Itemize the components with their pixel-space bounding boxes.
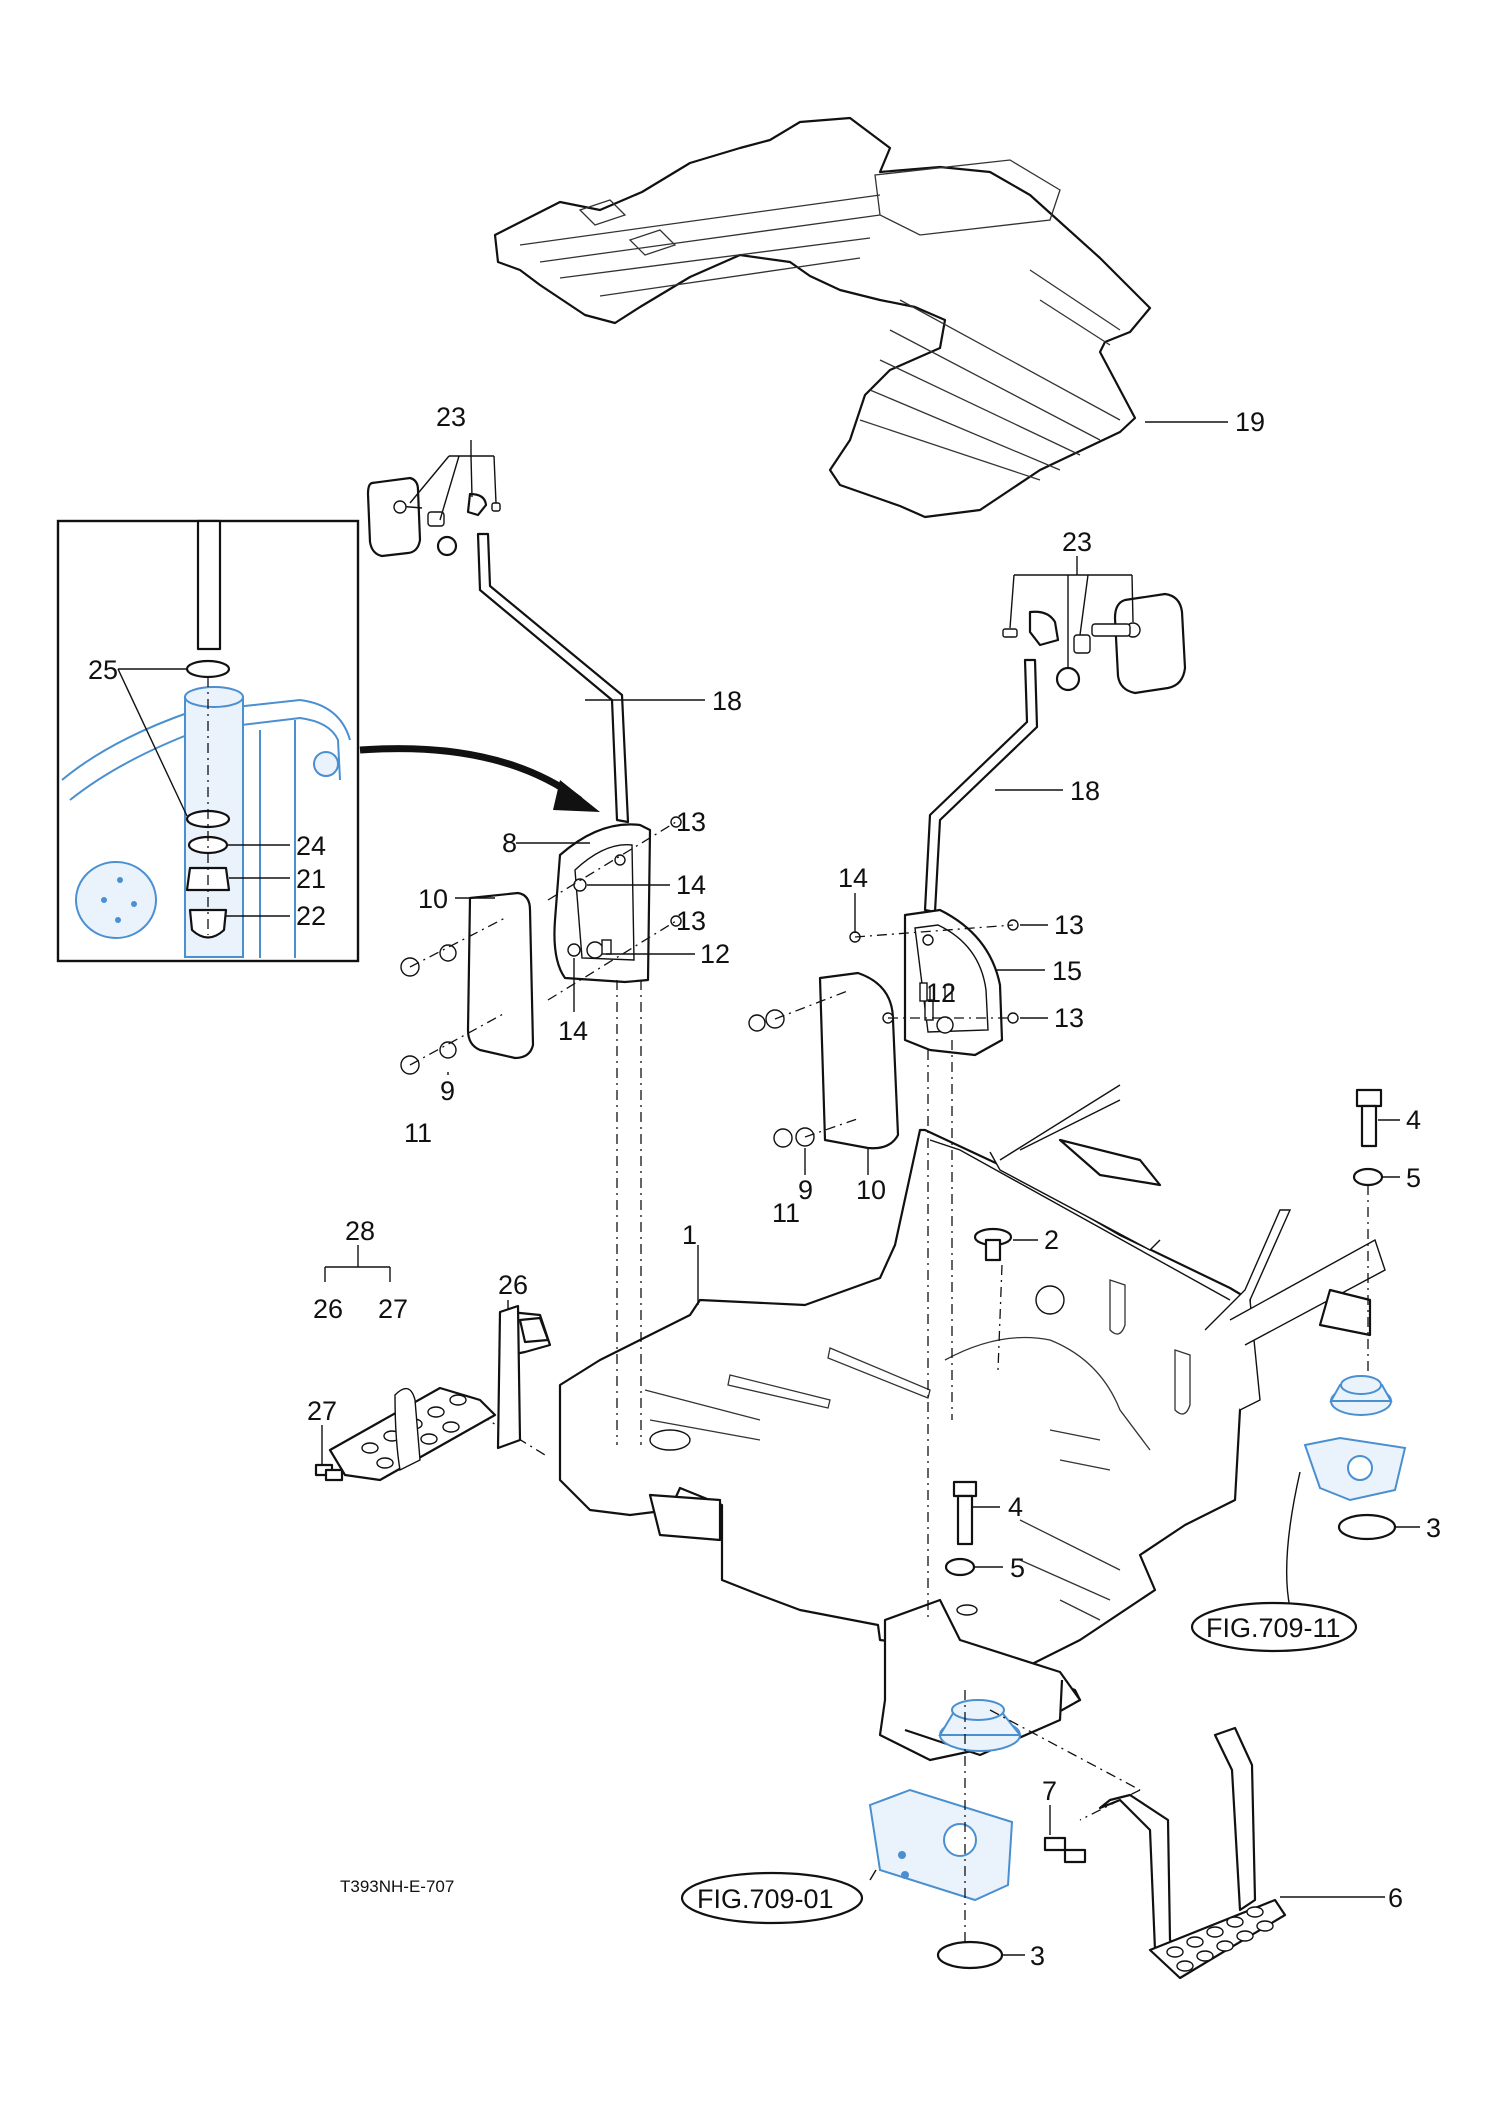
callout-9-right: 9 bbox=[798, 1175, 813, 1205]
callout-8: 8 bbox=[502, 828, 517, 858]
callout-23-right: 23 bbox=[1062, 527, 1092, 557]
step-right[interactable] bbox=[1098, 1726, 1287, 1980]
callout-13-d: 13 bbox=[1054, 1003, 1084, 1033]
callout-21: 21 bbox=[296, 864, 326, 894]
callout-11-left: 11 bbox=[404, 1118, 432, 1148]
callout-26-b: 26 bbox=[498, 1270, 528, 1300]
leader-fig-709-01 bbox=[869, 1869, 877, 1881]
callout-27-b: 27 bbox=[307, 1396, 337, 1426]
callout-18-left: 18 bbox=[712, 686, 742, 716]
callout-14-c: 14 bbox=[838, 863, 868, 893]
plug-2[interactable] bbox=[973, 1227, 1013, 1262]
washer-5-upper[interactable] bbox=[1352, 1167, 1384, 1187]
callout-13-c: 13 bbox=[1054, 910, 1084, 940]
callout-24: 24 bbox=[296, 831, 326, 861]
bolts-7[interactable] bbox=[1043, 1836, 1087, 1864]
callout-26-a: 26 bbox=[313, 1294, 343, 1324]
callout-9-left: 9 bbox=[440, 1076, 455, 1106]
callout-3-left: 3 bbox=[1030, 1941, 1045, 1971]
callout-13-b: 13 bbox=[676, 906, 706, 936]
callout-23-left: 23 bbox=[436, 402, 466, 432]
step-left[interactable] bbox=[328, 1304, 552, 1482]
fig-ref-709-11-frame[interactable] bbox=[1190, 1601, 1358, 1653]
callout-12-left: 12 bbox=[700, 939, 730, 969]
fig-ref-709-01-frame[interactable] bbox=[680, 1871, 864, 1925]
bolt-4-upper[interactable] bbox=[1355, 1088, 1383, 1148]
leaders-right-hardware bbox=[774, 893, 1048, 1175]
inset-arrowhead bbox=[553, 780, 600, 812]
drawing-code: T393NH-E-707 bbox=[340, 1877, 454, 1896]
callout-13-a: 13 bbox=[676, 807, 706, 837]
bolts-27[interactable] bbox=[314, 1463, 344, 1482]
callout-28: 28 bbox=[345, 1216, 375, 1246]
rubber-mount-right[interactable] bbox=[1303, 1375, 1407, 1502]
callout-2: 2 bbox=[1044, 1225, 1059, 1255]
callout-15: 15 bbox=[1052, 956, 1082, 986]
mirror-stay-left[interactable] bbox=[476, 532, 630, 824]
callout-6: 6 bbox=[1388, 1883, 1403, 1913]
mirror-stay-right[interactable] bbox=[923, 658, 1039, 914]
callout-4-upper: 4 bbox=[1406, 1105, 1421, 1135]
washer-5-lower[interactable] bbox=[944, 1557, 976, 1577]
fig-ref-709-01[interactable]: FIG.709-01 bbox=[697, 1884, 834, 1914]
leader-fig-709-11 bbox=[1285, 1471, 1301, 1609]
cover-plate-left[interactable] bbox=[466, 891, 535, 1060]
callout-22: 22 bbox=[296, 901, 326, 931]
rubber-mount-left[interactable] bbox=[868, 1699, 1023, 1902]
mirror-left[interactable] bbox=[366, 476, 501, 558]
cover-plate-right[interactable] bbox=[818, 971, 900, 1150]
inset-pointer-arrow bbox=[359, 745, 583, 803]
inset-stud[interactable] bbox=[196, 519, 222, 651]
callout-11-right: 11 bbox=[772, 1198, 800, 1228]
callout-25: 25 bbox=[88, 655, 118, 685]
callout-4-lower: 4 bbox=[1008, 1492, 1023, 1522]
inset-leaders bbox=[117, 668, 290, 917]
callout-18-right: 18 bbox=[1070, 776, 1100, 806]
callout-23-right-bracket bbox=[1009, 556, 1134, 668]
bolt-4-lower[interactable] bbox=[952, 1480, 978, 1546]
callout-10-right: 10 bbox=[856, 1175, 886, 1205]
fig-ref-709-11[interactable]: FIG.709-11 bbox=[1206, 1613, 1341, 1643]
washer-25-top[interactable] bbox=[185, 659, 231, 679]
callout-5-lower: 5 bbox=[1010, 1553, 1025, 1583]
callout-3-right: 3 bbox=[1426, 1513, 1441, 1543]
callout-14-b: 14 bbox=[558, 1016, 588, 1046]
leaders-left-hardware bbox=[409, 821, 695, 1075]
callout-5-upper: 5 bbox=[1406, 1163, 1421, 1193]
bracket-plate-right[interactable] bbox=[903, 908, 1004, 1057]
callout-12-right: 12 bbox=[926, 978, 956, 1008]
callout-19: 19 bbox=[1235, 407, 1265, 437]
callout-27-a: 27 bbox=[378, 1294, 408, 1324]
callout-23-left-bracket bbox=[409, 440, 497, 521]
floor-mat[interactable] bbox=[493, 116, 1152, 519]
callout-28-bracket bbox=[324, 1245, 391, 1282]
pad-3-right[interactable] bbox=[1337, 1513, 1397, 1541]
callout-14-a: 14 bbox=[676, 870, 706, 900]
callout-1: 1 bbox=[682, 1220, 697, 1250]
callout-10-left: 10 bbox=[418, 884, 448, 914]
pad-3-left[interactable] bbox=[936, 1940, 1004, 1970]
bracket-plate-left[interactable] bbox=[553, 823, 652, 984]
callout-7: 7 bbox=[1042, 1776, 1057, 1806]
